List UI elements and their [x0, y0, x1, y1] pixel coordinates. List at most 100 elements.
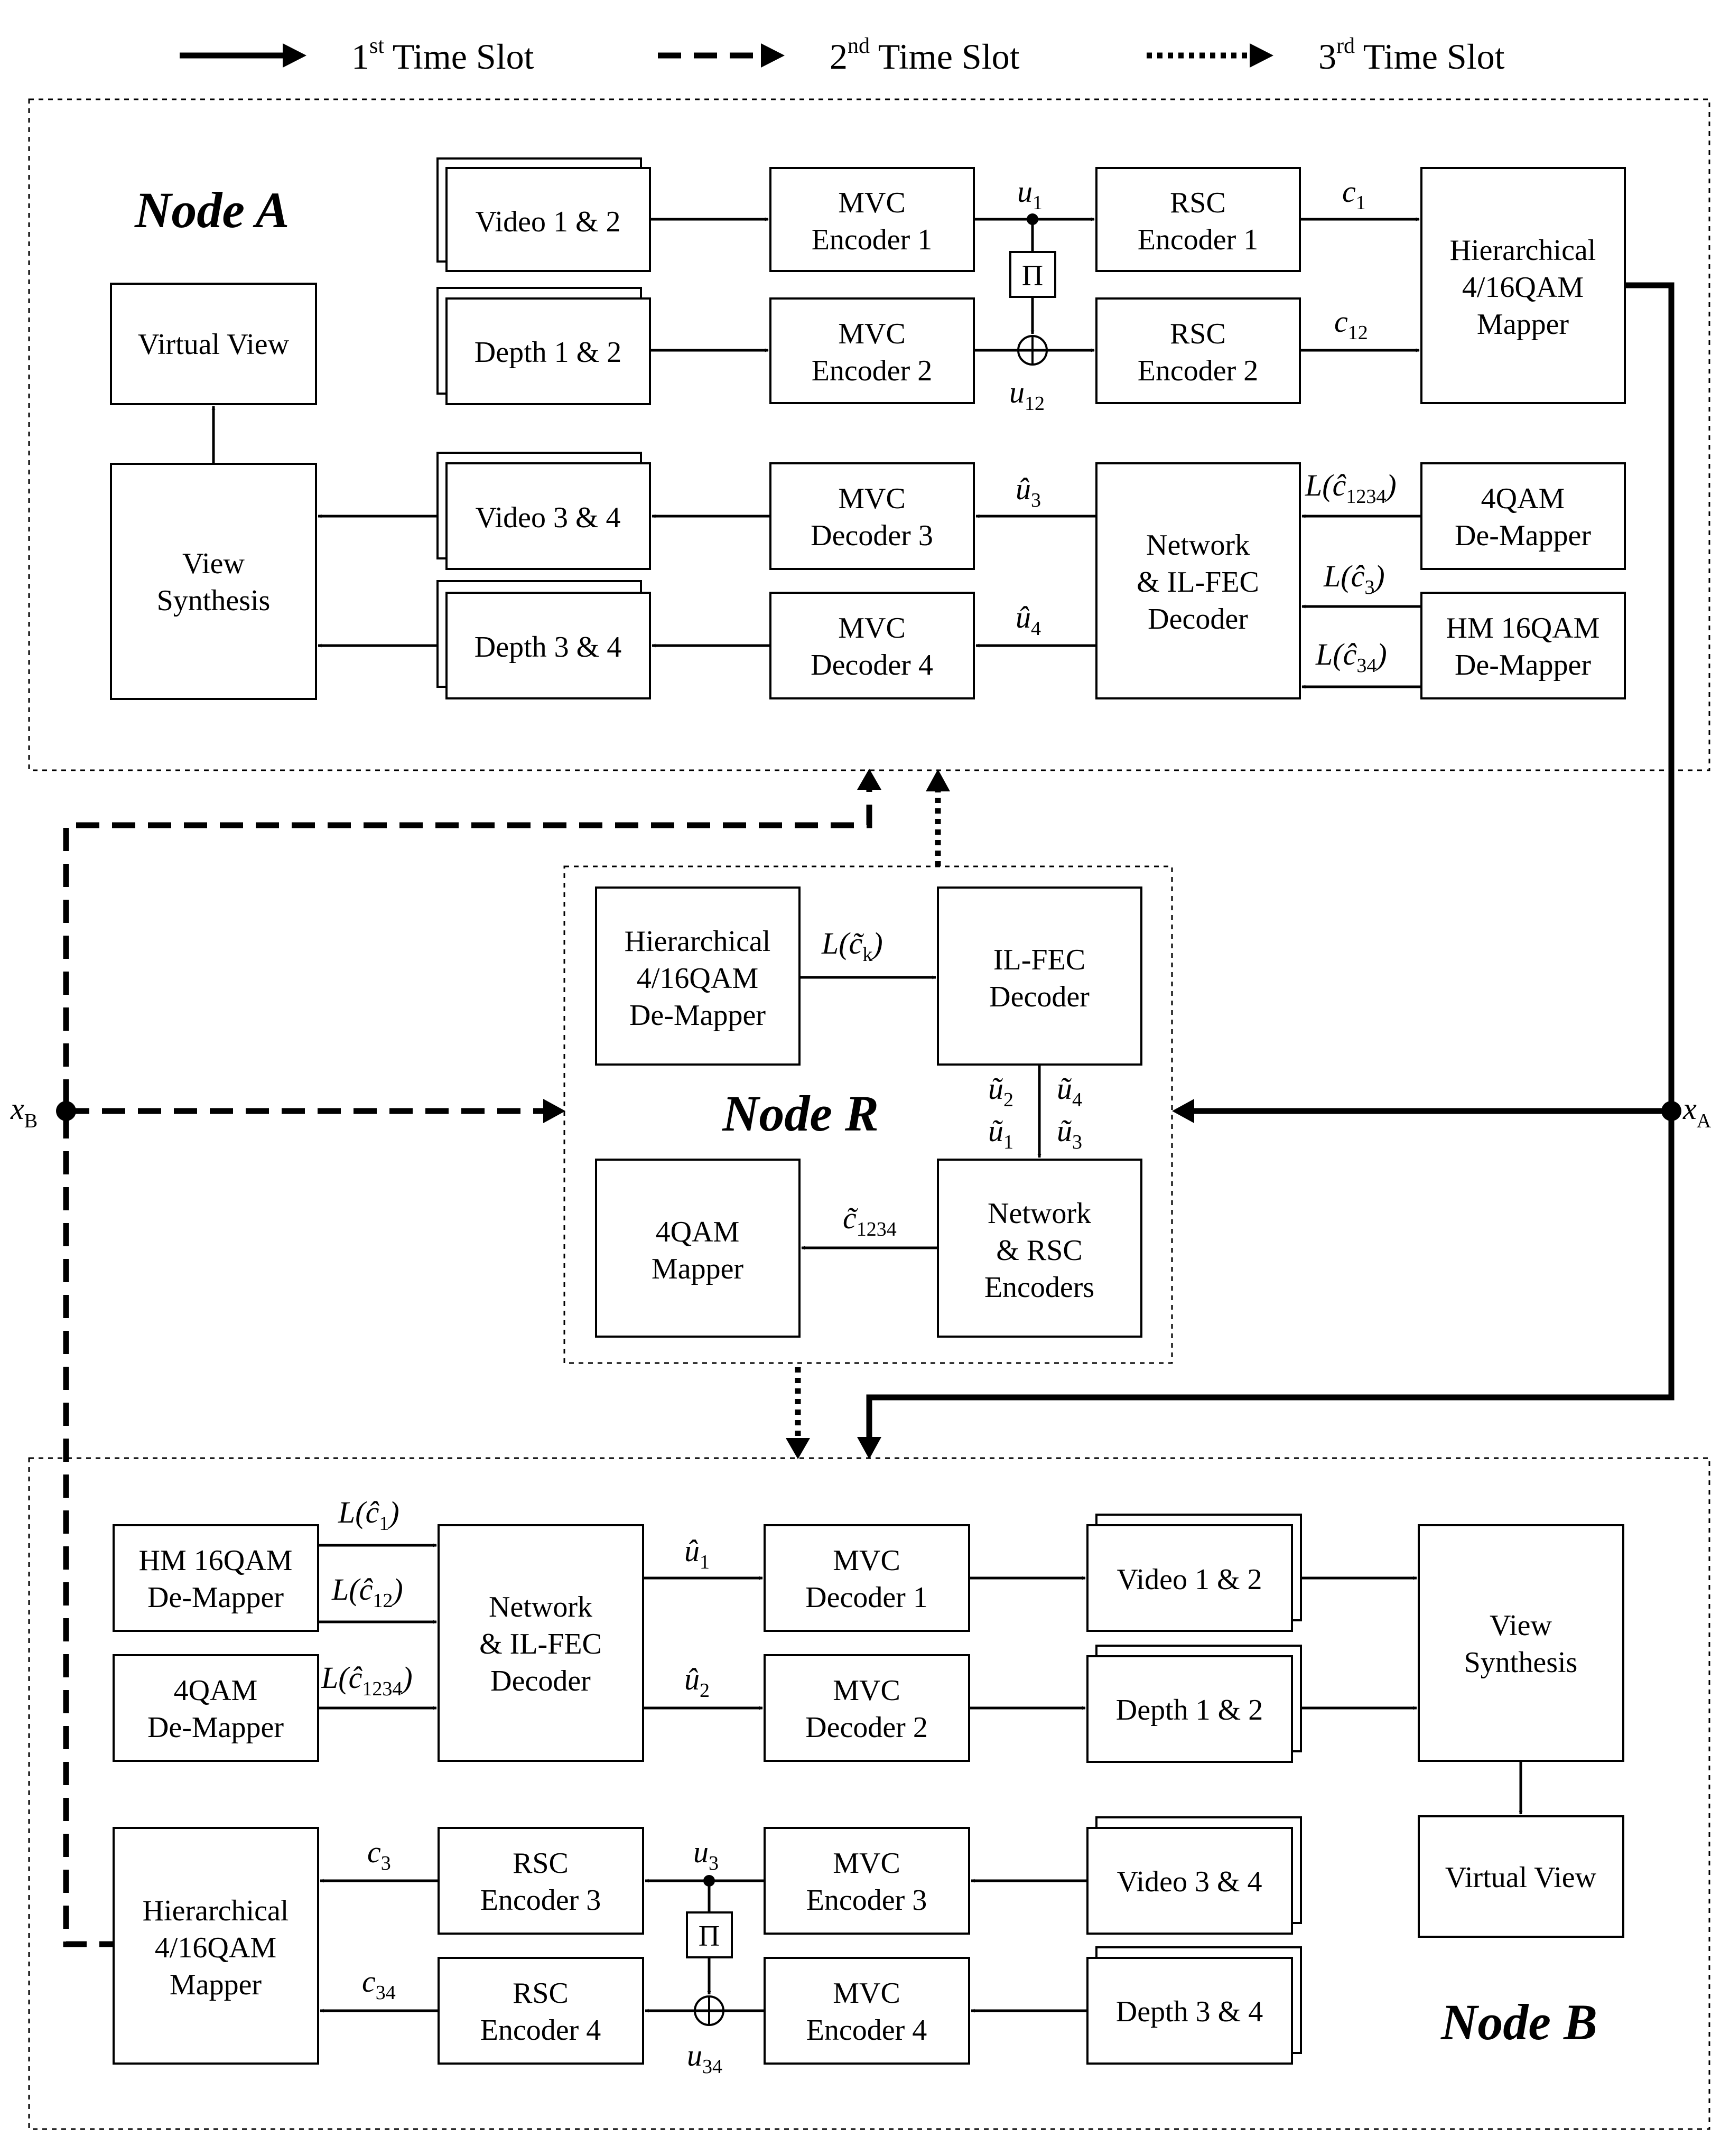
node-r-title: Node R: [722, 1085, 879, 1142]
node-b-label-lc1234: L(ĉ1234): [321, 1660, 413, 1700]
node-r-hierarchical-demapper: [595, 886, 801, 1066]
node-b-mvc-decoder-1: [764, 1524, 970, 1632]
node-a-mvc-encoder-2: [769, 297, 975, 404]
node-b-label-u2hat: û2: [684, 1662, 710, 1702]
xa-junction-dot: [1661, 1101, 1681, 1121]
node-r-label-lck: L(c̃k): [821, 926, 883, 966]
node-r-label-u1: ũ1: [988, 1114, 1013, 1153]
legend-dotted-arrowhead: [1250, 43, 1273, 68]
node-b-depth12-label: Depth 1 & 2: [1116, 1694, 1263, 1726]
node-a-view-synthesis: [110, 463, 317, 700]
node-b-label-u1hat: û1: [684, 1534, 710, 1573]
node-b-4qam-demapper: [113, 1654, 319, 1762]
node-r-ilfec-decoder: [937, 886, 1142, 1066]
node-a-virtual-view: [110, 283, 317, 405]
node-a-virtual-view-label: Virtual View: [138, 328, 290, 361]
node-b-video12-label: Video 1 & 2: [1117, 1563, 1262, 1596]
node-b-label-u3: u3: [693, 1835, 719, 1874]
node-a-title: Node A: [134, 182, 289, 238]
node-a-video12-label: Video 1 & 2: [475, 206, 620, 238]
node-a-depth12-label: Depth 1 & 2: [475, 336, 621, 369]
node-a-rsc-encoder-2: [1095, 297, 1301, 404]
signal-xb-label: xB: [10, 1091, 38, 1132]
node-a-label-u4hat: û4: [1016, 600, 1041, 640]
node-a-depth34-label: Depth 3 & 4: [475, 631, 621, 664]
node-a-network-decoder: [1095, 462, 1301, 699]
node-a-depth12-box: [445, 297, 651, 405]
node-r-label-c1234: c̃1234: [843, 1201, 897, 1240]
legend-dashed-arrowhead: [761, 43, 785, 68]
legend-2nd-slot-label: 2nd Time Slot: [830, 34, 1020, 77]
node-a-rsc-encoder-1: [1095, 167, 1301, 272]
node-b-label-lc12: L(ĉ12): [331, 1572, 403, 1612]
node-b-mvc-encoder-4: [764, 1957, 970, 2065]
node-a-mvc-decoder-4: [769, 592, 975, 699]
node-b-virtual-view: [1418, 1815, 1624, 1938]
xb-junction-dot: [56, 1101, 76, 1121]
node-b-label-c34: c34: [362, 1964, 396, 2004]
node-r-label-u4: ũ4: [1057, 1071, 1082, 1111]
node-b-video34-box: [1086, 1827, 1293, 1935]
node-a-frame: [28, 98, 1710, 771]
node-b-label-u34: u34: [687, 2038, 722, 2078]
legend-solid-arrowhead: [283, 43, 306, 68]
node-b-video12-box: [1086, 1524, 1293, 1632]
node-a-label-lc34: L(ĉ34): [1315, 637, 1387, 677]
node-a-depth34-box: [445, 592, 651, 699]
node-b-interleaver-label: Π: [699, 1920, 720, 1953]
node-a-mvc-decoder-3: [769, 462, 975, 570]
node-b-rsc-encoder-4: [438, 1957, 644, 2065]
node-a-label-c12: c12: [1334, 304, 1368, 344]
node-r-frame: [563, 865, 1173, 1364]
legend: 1st Time Slot 2nd Time Slot 3rd Time Slo…: [180, 34, 1505, 77]
node-r-label-u3: ũ3: [1057, 1114, 1082, 1153]
node-b-rsc-encoder-3: [438, 1827, 644, 1935]
node-b-video34-label: Video 3 & 4: [1117, 1865, 1262, 1898]
node-a-label-c1: c1: [1342, 174, 1366, 214]
node-a-interleaver: [1009, 251, 1056, 298]
node-r-label-u2: ũ2: [988, 1071, 1013, 1111]
node-b-mvc-encoder-3: [764, 1827, 970, 1935]
node-b-network-decoder: [438, 1524, 644, 1762]
node-a-label-u1: u1: [1017, 174, 1043, 214]
node-b-depth34-label: Depth 3 & 4: [1116, 1995, 1263, 2028]
node-b-depth12-box: [1086, 1655, 1293, 1763]
legend-1st-slot-label: 1st Time Slot: [351, 34, 534, 77]
node-a-label-lc1234: L(ĉ1234): [1305, 468, 1397, 508]
signal-xa-label: xA: [1682, 1091, 1712, 1132]
node-a-label-u12: u12: [1009, 375, 1045, 415]
node-b-label-lc1: L(ĉ1): [338, 1495, 399, 1535]
node-a-video34-box: [445, 462, 651, 570]
node-a-4qam-demapper: [1420, 462, 1626, 570]
node-a-label-lc3: L(ĉ3): [1323, 559, 1385, 599]
node-b-label-c3: c3: [367, 1835, 391, 1874]
node-r-4qam-mapper: [595, 1159, 801, 1338]
node-a-hierarchical-mapper: [1420, 167, 1626, 404]
node-a-video34-label: Video 3 & 4: [475, 501, 620, 534]
node-a-hm16qam-demapper: [1420, 592, 1626, 699]
